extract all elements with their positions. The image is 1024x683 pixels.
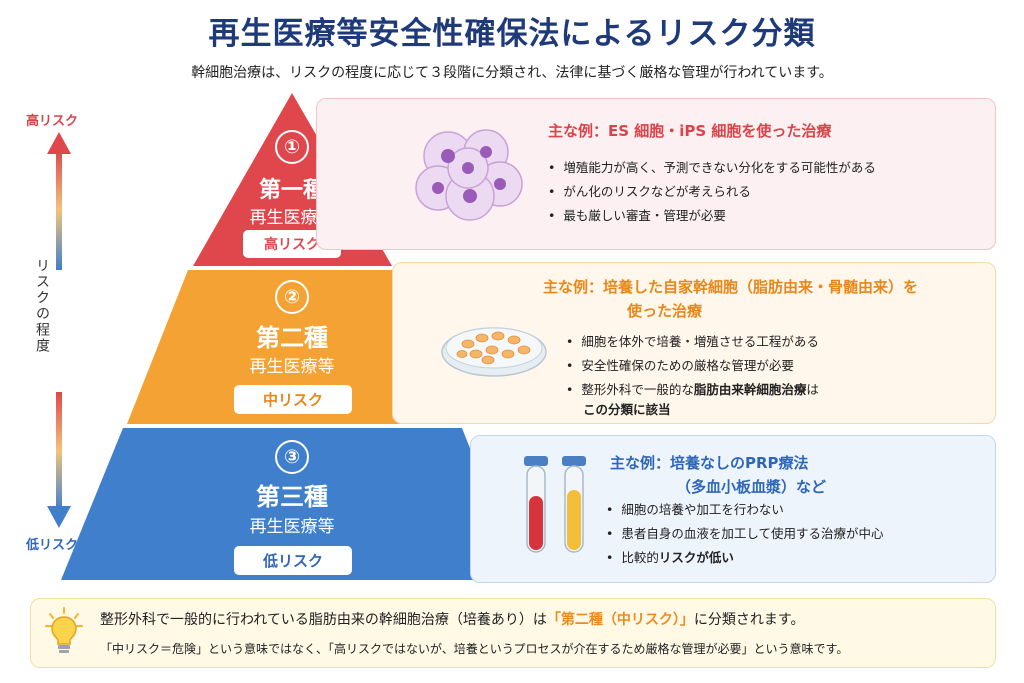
- bullet-bold-text: 脂肪由来幹細胞治療: [693, 382, 807, 397]
- bullet-text: 比較的: [621, 550, 659, 565]
- list-item: 細胞を体外で培養・増殖させる工程がある: [566, 330, 819, 354]
- axis-high-label: 高リスク: [26, 114, 79, 129]
- bullet-bold-text: リスクが低い: [658, 550, 734, 565]
- list-item: 整形外科で一般的な脂肪由来幹細胞治療は: [566, 378, 819, 402]
- risk-arrow-icon: [47, 132, 71, 528]
- tier-1-example-title: 主な例：ES 細胞・iPS 細胞を使った治療: [548, 122, 832, 140]
- note-text: 整形外科で一般的に行われている脂肪由来の幹細胞治療（培養あり）は: [100, 612, 547, 628]
- tier-2-bullet3-line2: この分類に該当: [583, 402, 671, 417]
- tier-3-shape: [61, 428, 522, 580]
- tier-2-name: 第二種: [256, 324, 328, 352]
- tier-2-sub: 再生医療等: [249, 357, 335, 377]
- note-line-2: 「中リスク＝危険」という意味ではなく、「高リスクではないが、培養というプロセスが…: [100, 642, 849, 656]
- petri-dish-icon: [441, 327, 547, 377]
- tier-1-sub: 再生医療等: [249, 208, 335, 228]
- tier-2-bullets: 細胞を体外で培養・増殖させる工程がある 安全性確保のための厳格な管理が必要 整形…: [566, 330, 819, 402]
- tier-3-bullets: 細胞の培養や加工を行わない 患者自身の血液を加工して使用する治療が中心 比較的リ…: [606, 498, 884, 570]
- tier-2-shape: [127, 270, 458, 424]
- list-item: がん化のリスクなどが考えられる: [548, 180, 876, 204]
- tier-2-example-title-line2: 使った治療: [627, 302, 703, 320]
- axis-name: リスクの程度: [34, 258, 50, 354]
- tier-3-badge: 低リスク: [234, 546, 352, 575]
- summary-note-box: [30, 598, 996, 668]
- note-highlight: 「第二種（中リスク）」: [546, 612, 694, 628]
- tier-2-badge: 中リスク: [234, 385, 352, 414]
- note-line-1: 整形外科で一般的に行われている脂肪由来の幹細胞治療（培養あり）は「第二種（中リス…: [100, 609, 805, 629]
- tier-3-name: 第三種: [256, 483, 328, 511]
- tier-3-sub: 再生医療等: [249, 517, 335, 537]
- tier-3-number: ③: [275, 440, 309, 474]
- lightbulb-icon: [45, 607, 83, 653]
- stem-cell-cluster-icon: [415, 129, 523, 221]
- page-title: 再生医療等安全性確保法によるリスク分類: [208, 16, 816, 52]
- list-item: 安全性確保のための厳格な管理が必要: [566, 354, 819, 378]
- tier-2-number: ②: [275, 280, 309, 314]
- list-item: 比較的リスクが低い: [606, 546, 884, 570]
- page-subtitle: 幹細胞治療は、リスクの程度に応じて３段階に分類され、法律に基づく厳格な管理が行わ…: [191, 65, 833, 81]
- list-item: 最も厳しい審査・管理が必要: [548, 204, 876, 228]
- list-item: 細胞の培養や加工を行わない: [606, 498, 884, 522]
- axis-low-label: 低リスク: [26, 538, 79, 553]
- note-text: に分類されます。: [693, 612, 805, 628]
- list-item: 増殖能力が高く、予測できない分化をする可能性がある: [548, 156, 876, 180]
- tier-1-number: ①: [275, 130, 309, 164]
- bullet-text: は: [806, 382, 819, 397]
- tier-1-name: 第一種: [258, 178, 325, 203]
- tier-1-bullets: 増殖能力が高く、予測できない分化をする可能性がある がん化のリスクなどが考えられ…: [548, 156, 876, 228]
- tier-2-example-title-line1: 主な例：培養した自家幹細胞（脂肪由来・骨髄由来）を: [543, 278, 919, 296]
- list-item: 患者自身の血液を加工して使用する治療が中心: [606, 522, 883, 546]
- blood-tubes-icon: [524, 456, 586, 553]
- tier-3-example-title-line2: （多血小板血漿）など: [676, 478, 827, 496]
- tier-3-example-title-line1: 主な例：培養なしのPRP療法: [610, 454, 809, 472]
- bullet-text: 整形外科で一般的な: [581, 382, 694, 397]
